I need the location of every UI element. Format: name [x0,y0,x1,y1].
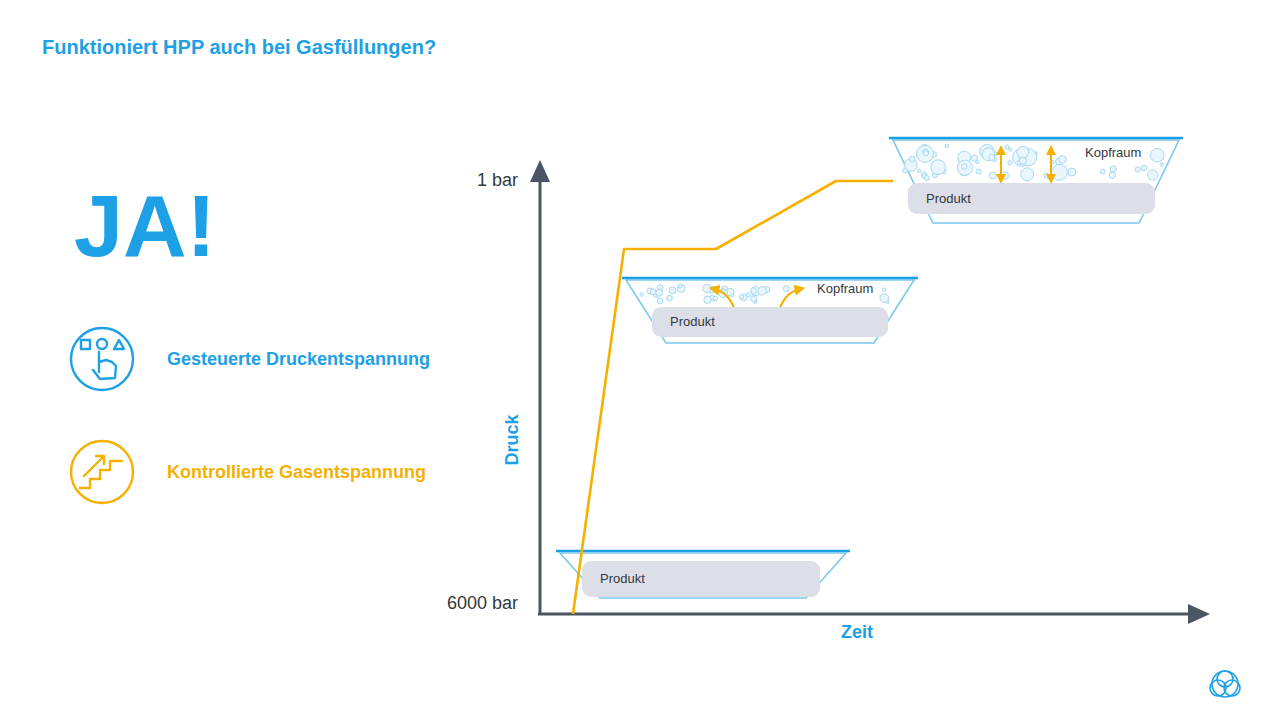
legend-entry: Kontrollierte Gasentspannung [167,462,426,483]
gas-bubble [1017,146,1029,158]
gas-bubble [1044,173,1049,178]
axis-title: Druck [502,414,523,465]
gas-bubble [924,175,929,180]
gas-bubble [669,287,676,294]
gas-bubble [1009,148,1012,151]
gas-bubble [703,284,711,292]
product-box: Produkt [582,561,820,597]
gas-bubble [880,294,889,303]
gas-bubble [882,288,885,291]
tray-lid [622,277,918,280]
headspace-label: Kopfraum [817,282,873,297]
axis-tick: 6000 bar [447,593,518,614]
product-box: Produkt [908,183,1155,214]
package-tray: KopfraumProdukt [622,276,918,344]
y-axis-head [530,160,550,182]
gas-bubble [917,145,934,162]
axis-tick: 1 bar [477,170,518,191]
package-tray: KopfraumProdukt [889,136,1183,224]
gas-bubble [931,160,946,175]
legend-entry: Gesteuerte Druckentspannung [167,349,430,370]
legend-text: Gesteuerte Druckentspannung [167,349,430,369]
gas-bubble [1109,172,1116,179]
product-label: Produkt [670,315,715,330]
gas-release-arrow [714,289,734,308]
gas-bubble [656,289,663,296]
x-axis [538,613,1190,616]
gas-bubble [758,287,766,295]
gas-bubble [650,289,656,295]
gas-bubble [783,286,789,292]
gas-bubble [640,293,643,296]
gas-bubble [704,296,711,303]
gas-expansion-arrow [1000,150,1002,179]
gas-bubble [945,144,949,148]
gas-bubble [1141,165,1146,170]
gas-bubble [923,151,928,156]
gas-bubble [910,156,916,162]
product-box: Produkt [652,307,888,337]
gas-bubble [923,149,929,155]
x-axis-head [1188,604,1210,624]
headspace-label: Kopfraum [1085,146,1141,161]
pressure-curve [573,181,893,614]
axis-title: Zeit [841,622,873,643]
gas-bubble [1008,161,1012,165]
gas-bubble [961,164,966,169]
gas-bubble [1052,164,1068,180]
product-label: Produkt [926,191,971,206]
gas-bubble [677,284,685,292]
gas-bubble [1059,156,1067,164]
gas-bubble [957,160,972,175]
gas-bubble [990,172,997,179]
product-label: Produkt [600,572,645,587]
legend-text: Kontrollierte Gasentspannung [167,462,426,482]
gas-bubble [731,294,734,297]
gas-bubble [1021,168,1034,181]
answer-text: JA! [74,175,216,276]
gas-bubble [1005,145,1009,149]
gas-bubble [1135,167,1140,172]
gas-bubble [982,148,995,161]
tray-lid [556,550,850,553]
slide-title: Funktioniert HPP auch bei Gasfüllungen? [42,36,436,59]
gas-bubble [713,296,717,300]
y-axis [539,180,542,614]
gas-bubble [918,169,921,172]
gas-bubble [989,154,995,160]
gas-bubble [678,284,682,288]
gas-bubble [739,295,743,299]
gas-bubble [1148,170,1158,180]
tray-body [893,140,1179,223]
gas-bubble [1100,169,1105,174]
control-icon [71,328,133,390]
gas-bubble [1160,163,1163,166]
gas-bubble [751,288,757,294]
gas-bubble [751,296,757,302]
gas-bubble [1150,148,1164,162]
stairs-icon [71,441,133,503]
gas-bubble [667,295,673,301]
gas-bubble [976,169,981,174]
tray [560,553,846,598]
tray-body [626,280,914,343]
gas-bubble [657,298,663,304]
gas-bubble [1110,166,1116,172]
gas-bubble [971,155,977,161]
gas-bubble [1068,168,1076,176]
logo [1210,671,1240,697]
gas-expansion-arrow [1050,150,1052,179]
tray-lid [889,137,1183,140]
gas-release-arrow [780,289,800,308]
gas-bubble [1019,157,1026,164]
